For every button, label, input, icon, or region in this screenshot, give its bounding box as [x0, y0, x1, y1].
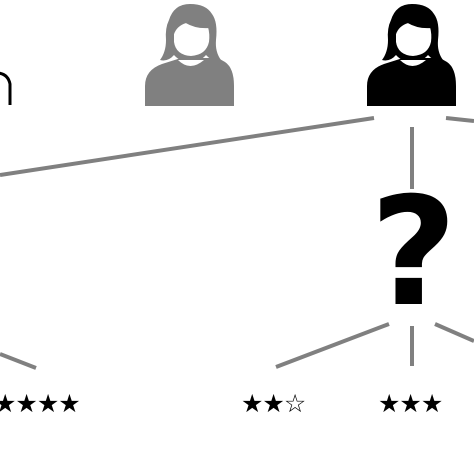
connector-right-to-left: [0, 116, 375, 177]
rating-stars-middle: ★★☆: [241, 389, 306, 418]
user-left-icon: [0, 71, 12, 105]
connector-question-to-middle-rating: [275, 322, 390, 369]
unknown-preference-symbol: ?: [370, 166, 458, 340]
rating-stars-right: ★★★: [378, 389, 443, 418]
connectors: [0, 116, 474, 370]
connector-right-off-edge: [445, 116, 474, 123]
user-middle-icon: [145, 4, 234, 106]
connector-question-off-edge: [434, 322, 474, 343]
rating-stars-left: ★★★★: [0, 389, 81, 418]
connector-left-rating: [0, 352, 37, 370]
user-right-icon: [367, 4, 456, 106]
